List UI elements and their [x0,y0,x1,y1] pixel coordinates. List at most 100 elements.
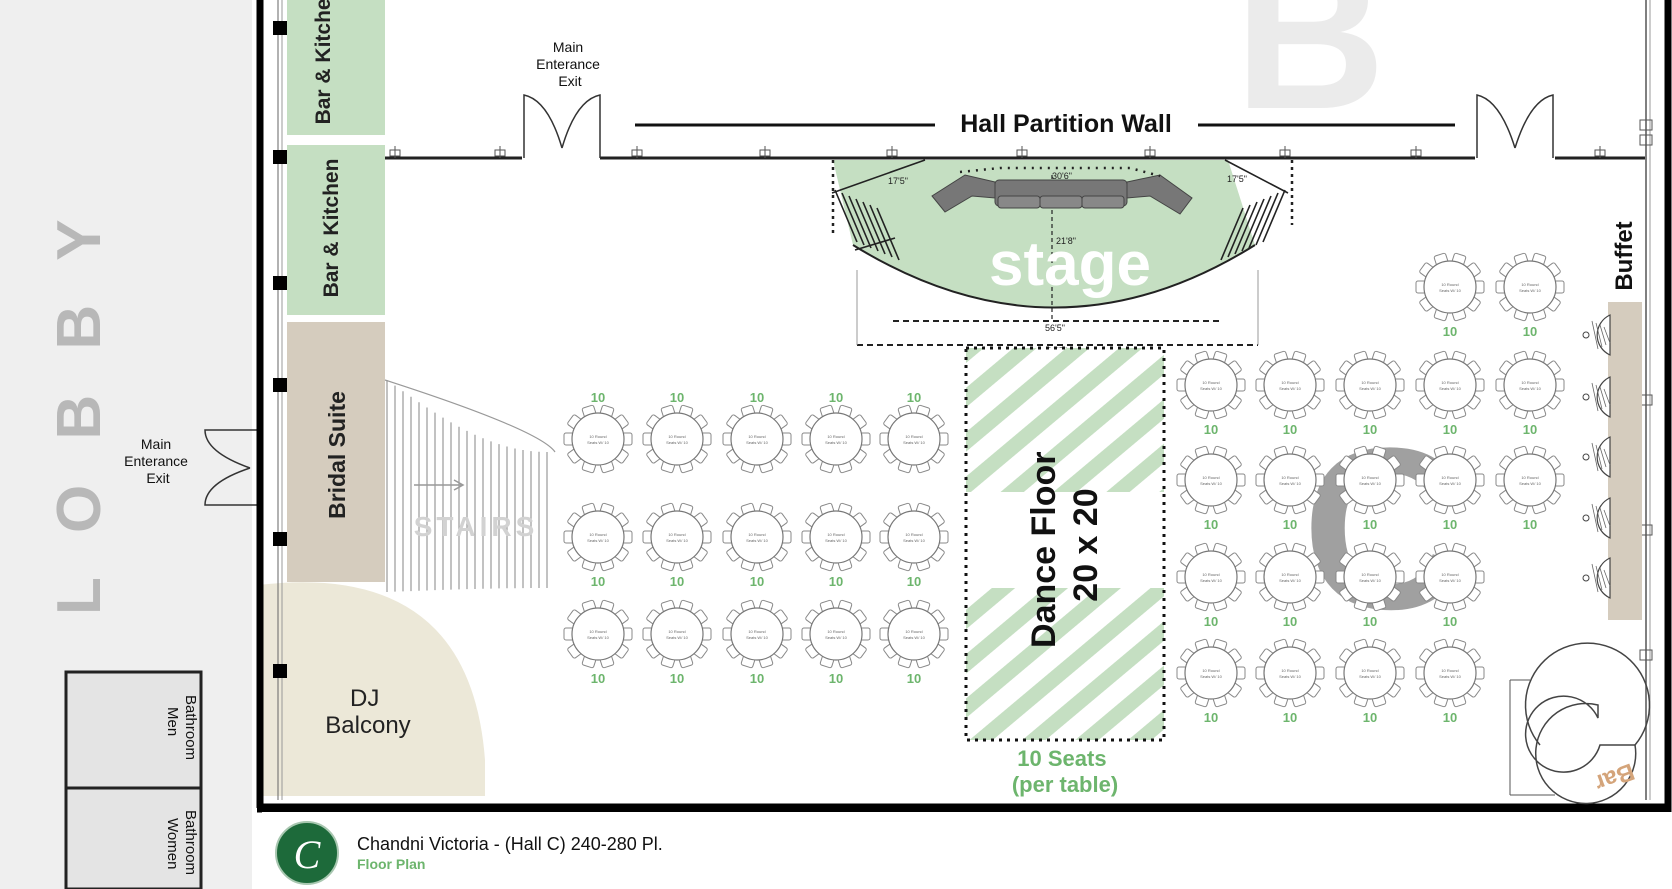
table-top [1423,550,1477,604]
stage-steps-right [1220,159,1289,261]
dj-balcony-line1: DJ [350,685,379,712]
table-top [809,510,863,564]
seat-count: 10 [1443,614,1457,629]
table-label: Seats W/ 10 [1359,674,1382,679]
stage: stage 30'6" 17'5" 17'5" 21'8" 56'5" 61'5… [831,159,1294,356]
table-label: 10 Round [1521,380,1538,385]
table-top [887,510,941,564]
table-label: Seats W/ 10 [1519,481,1542,486]
table-top [1184,358,1238,412]
table-label: 10 Round [905,532,922,537]
buffet-station-icon [1596,376,1611,418]
seat-count: 10 [1204,517,1218,532]
venue-logo [275,821,339,885]
table-label: Seats W/ 10 [1439,386,1462,391]
top-exit-line1: Main [553,39,583,55]
table-label: 10 Round [1361,380,1378,385]
table-label: Seats W/ 10 [1439,578,1462,583]
stage-label: stage [989,230,1151,299]
stage-dim-top: 30'6" [1052,171,1072,181]
table-label: 10 Round [1441,572,1458,577]
hall-c-letter: C [1302,400,1468,657]
wall-post [273,378,287,392]
table-label: Seats W/ 10 [1359,481,1382,486]
table-label: Seats W/ 10 [666,538,689,543]
seat-count: 10 [1204,710,1218,725]
table-top [887,607,941,661]
left-exit-line3: Exit [146,470,169,486]
seat-count: 10 [907,390,921,405]
table-label: 10 Round [1202,668,1219,673]
partition-wall: Hall Partition Wall Main Enterance Exit [385,39,1645,160]
seat-count: 10 [1283,614,1297,629]
table-label: Seats W/ 10 [1439,481,1462,486]
table-label: 10 Round [1202,475,1219,480]
buffet-station-icon [1596,497,1611,539]
table-label: Seats W/ 10 [1279,386,1302,391]
dance-floor-size: 20 x 20 [1067,488,1105,601]
table-label: Seats W/ 10 [746,538,769,543]
hall-floor [258,0,1650,796]
table-label: Seats W/ 10 [587,538,610,543]
table-label: Seats W/ 10 [1439,288,1462,293]
stage-steps-left [831,159,926,261]
wall-ticks [389,146,1606,158]
seat-count: 10 [1443,517,1457,532]
seats-note-line1: 10 Seats [1017,746,1106,771]
seat-count: 10 [1523,517,1537,532]
seat-count: 10 [1443,324,1457,339]
table-label: 10 Round [589,629,606,634]
table-label: 10 Round [827,629,844,634]
table-top [1263,358,1317,412]
table-label: 10 Round [589,434,606,439]
buffet: Buffet [1582,221,1642,620]
bathroom-women-line2: Women [164,818,181,869]
service-rooms: Bar & Kitchen Bar & Kitchen Bridal Suite [287,0,385,582]
dj-balcony: DJ Balcony [258,582,485,796]
bridal-suite-label: Bridal Suite [324,391,350,519]
buffet-station-icon [1596,557,1611,599]
footer: C Chandni Victoria - (Hall C) 240-280 Pl… [262,812,1672,889]
dj-balcony-line2: Balcony [325,712,410,739]
table-label: Seats W/ 10 [587,635,610,640]
table-top [1263,550,1317,604]
table-label: Seats W/ 10 [903,635,926,640]
table-top [809,412,863,466]
table-label: 10 Round [1202,380,1219,385]
top-exit-line2: Enterance [536,56,600,72]
bar-counter [1524,695,1637,805]
stage-sofa-icon [931,174,1193,215]
left-exit-line1: Main [141,436,171,452]
table-top [571,412,625,466]
seat-count: 10 [1363,614,1377,629]
table-label: Seats W/ 10 [746,440,769,445]
table-label: Seats W/ 10 [1279,481,1302,486]
left-exit-door-icon [204,429,258,506]
bridal-suite-room [287,322,385,582]
bathroom-men-line1: Bathroom [182,695,199,760]
footer-subtitle: Floor Plan [357,856,425,872]
stairs: STAIRS [384,379,556,592]
seat-count: 10 [670,574,684,589]
buffet-station-icon [1596,314,1611,356]
stage-dim-right: 17'5" [1227,174,1247,184]
svg-text:Bathroom Women: Bathroom Women [164,810,199,879]
footer-venue: Chandni Victoria - (Hall C) 240-280 Pl. [357,834,663,854]
seat-count: 10 [1363,517,1377,532]
svg-text:Bathroom Men: Bathroom Men [164,695,199,764]
seat-count: 10 [1523,324,1537,339]
table-label: 10 Round [827,532,844,537]
